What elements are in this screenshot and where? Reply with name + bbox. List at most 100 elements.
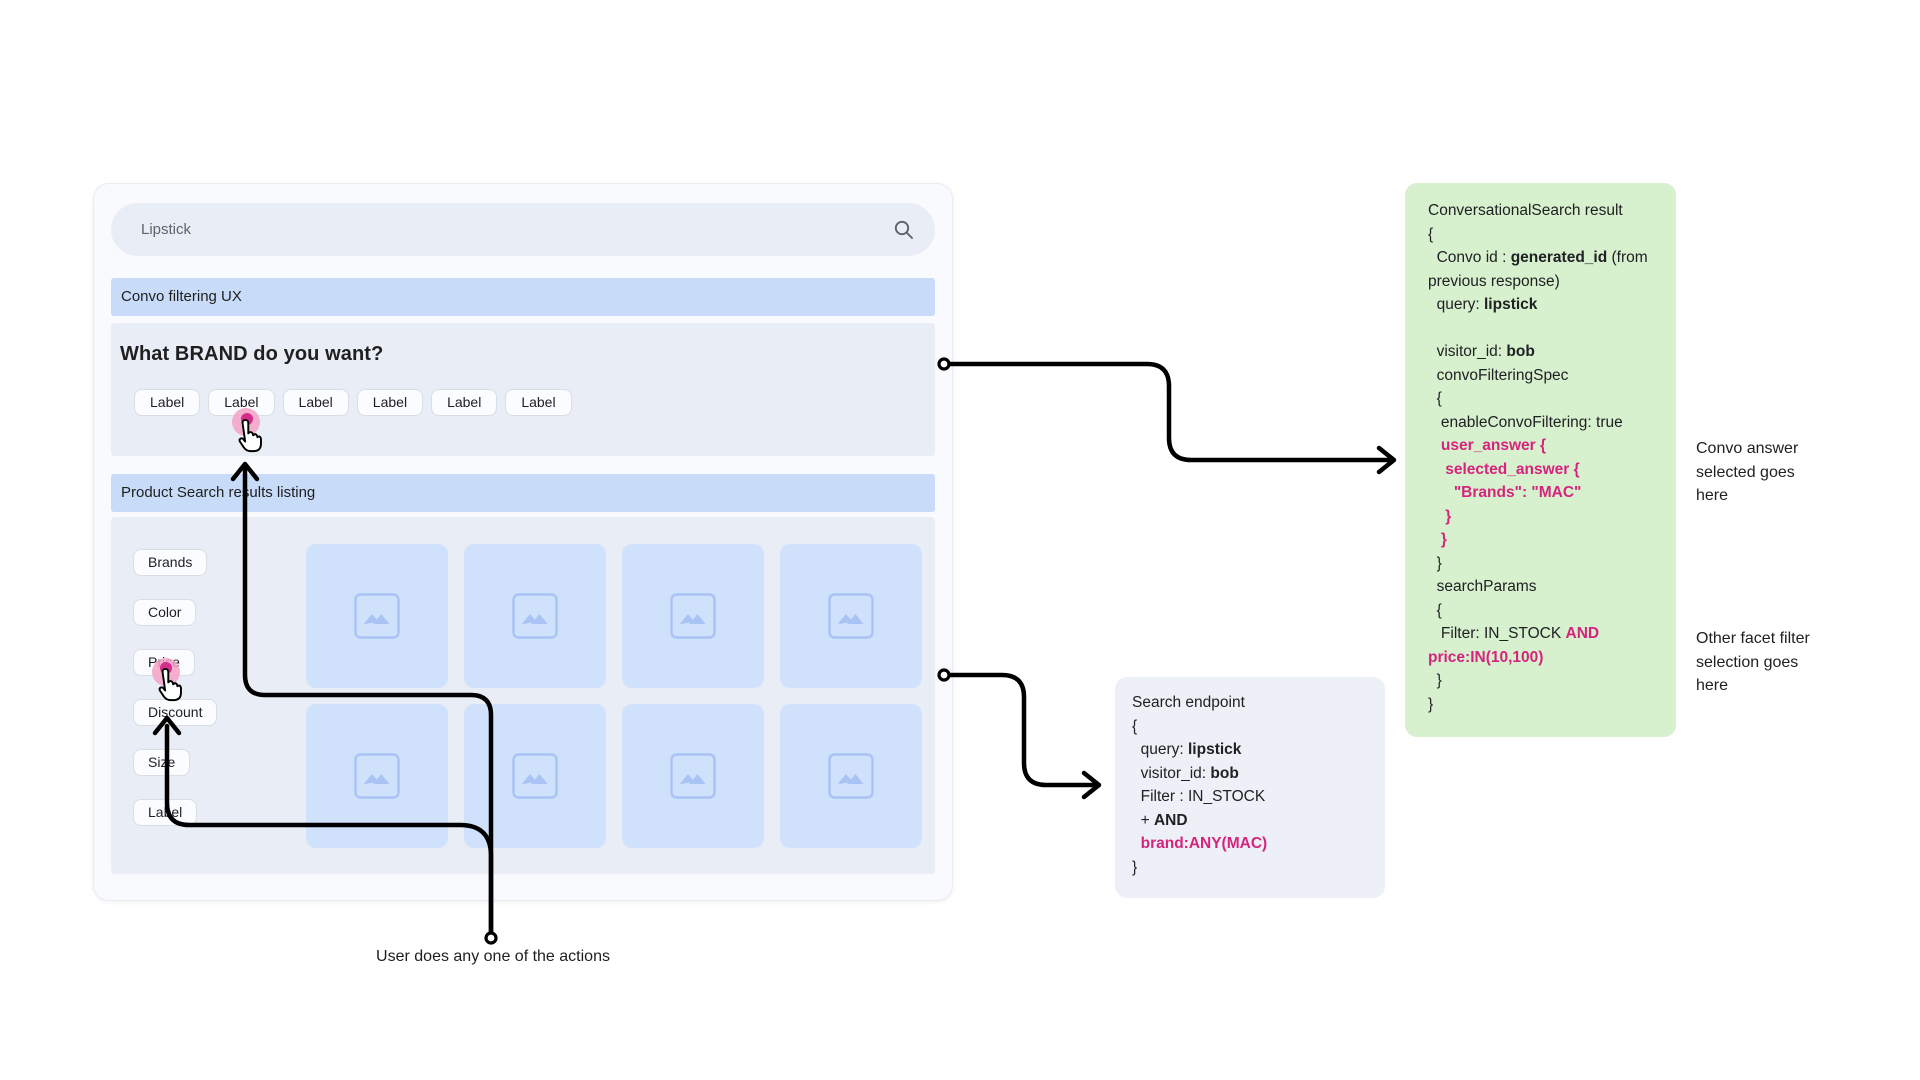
- convo-result-segment: }: [1428, 672, 1442, 689]
- node-user-action: [484, 931, 498, 945]
- search-query-text: Lipstick: [141, 221, 192, 238]
- search-endpoint-box: Search endpoint { query: lipstick visitor…: [1115, 677, 1385, 898]
- convo-result-segment: {: [1428, 390, 1442, 407]
- convo-result-segment: lipstick: [1484, 296, 1538, 313]
- answer-chip-1[interactable]: Label: [134, 389, 201, 416]
- search-ui-mockup: Lipstick Convo filtering UX What BRAND d…: [93, 183, 953, 901]
- facet-button-color[interactable]: Color: [133, 599, 197, 626]
- image-placeholder-icon: [670, 593, 716, 639]
- convo-result-segment: visitor_id:: [1428, 343, 1507, 360]
- convo-result-line-12: selected_answer {: [1428, 458, 1676, 482]
- convo-result-segment: generated_id: [1510, 249, 1608, 266]
- product-tile[interactable]: [306, 544, 448, 688]
- convo-result-line-3: Convo id : generated_id (from: [1428, 246, 1676, 270]
- convo-result-line-14: }: [1428, 505, 1676, 529]
- image-placeholder-icon: [512, 593, 558, 639]
- endpoint-segment: brand:ANY(MAC): [1132, 835, 1268, 852]
- convo-result-segment: ConversationalSearch result: [1428, 202, 1623, 219]
- convo-result-line-15: }: [1428, 528, 1676, 552]
- answer-chip-6[interactable]: Label: [505, 389, 572, 416]
- facet-button-brands[interactable]: Brands: [133, 549, 208, 576]
- convo-result-line-17: searchParams: [1428, 575, 1676, 599]
- convo-result-line-11: user_answer {: [1428, 434, 1676, 458]
- answer-chip-3[interactable]: Label: [282, 389, 349, 416]
- convo-result-segment: searchParams: [1428, 578, 1537, 595]
- results-banner-label: Product Search results listing: [121, 484, 316, 501]
- convo-result-segment: previous response): [1428, 272, 1560, 290]
- product-tile[interactable]: [622, 544, 764, 688]
- facet-button-size[interactable]: Size: [133, 749, 191, 776]
- endpoint-segment: query:: [1132, 741, 1188, 758]
- convo-result-segment: enableConvoFiltering: true: [1428, 413, 1623, 431]
- endpoint-segment: AND: [1153, 811, 1188, 829]
- convo-result-segment: }: [1428, 554, 1442, 572]
- search-icon[interactable]: [893, 219, 915, 241]
- annotation-facet-filter: Other facet filter selection goes here: [1696, 630, 1810, 694]
- arrowhead-right-endpoint: [1081, 770, 1102, 800]
- convo-result-line-6: [1428, 317, 1676, 341]
- answer-chip-5[interactable]: Label: [431, 389, 498, 416]
- image-placeholder-icon: [828, 753, 874, 799]
- product-tile[interactable]: [780, 544, 922, 688]
- facet-button-discount[interactable]: Discount: [133, 699, 218, 726]
- conversational-search-result-box: ConversationalSearch result { Convo id : …: [1405, 183, 1676, 737]
- convo-result-line-10: enableConvoFiltering: true: [1428, 411, 1676, 435]
- convo-result-segment: (from: [1607, 249, 1648, 266]
- convo-result-line-16: }: [1428, 552, 1676, 576]
- convo-result-line-8: convoFilteringSpec: [1428, 364, 1676, 388]
- convo-result-segment: }: [1428, 507, 1452, 525]
- image-placeholder-icon: [512, 753, 558, 799]
- facet-button-label[interactable]: Label: [133, 799, 198, 826]
- product-grid: [306, 544, 922, 848]
- endpoint-segment: {: [1132, 717, 1138, 735]
- convo-result-line-5: query: lipstick: [1428, 293, 1676, 317]
- convo-result-line-9: {: [1428, 387, 1676, 411]
- convo-result-segment: AND: [1565, 625, 1600, 642]
- endpoint-line-4: visitor_id: bob: [1132, 762, 1385, 786]
- convo-result-line-18: {: [1428, 599, 1676, 623]
- endpoint-line-8: }: [1132, 856, 1385, 880]
- answer-chip-2[interactable]: Label: [208, 389, 275, 416]
- convo-result-segment: selected_answer {: [1428, 460, 1580, 478]
- connector-to-search-endpoint: [946, 672, 1102, 800]
- endpoint-line-5: Filter : IN_STOCK: [1132, 785, 1385, 809]
- convo-result-line-20: price:IN(10,100): [1428, 646, 1676, 670]
- endpoint-segment: Search endpoint: [1132, 694, 1245, 711]
- endpoint-segment: }: [1132, 858, 1138, 876]
- image-placeholder-icon: [670, 753, 716, 799]
- results-banner: Product Search results listing: [111, 474, 935, 512]
- convo-result-segment: query:: [1428, 296, 1484, 313]
- facet-button-price[interactable]: Price: [133, 649, 195, 676]
- convo-filtering-banner: Convo filtering UX: [111, 278, 935, 316]
- convo-result-segment: bob: [1506, 343, 1535, 360]
- product-tile[interactable]: [464, 544, 606, 688]
- endpoint-line-7: brand:ANY(MAC): [1132, 832, 1385, 856]
- endpoint-segment: lipstick: [1188, 741, 1242, 758]
- product-tile[interactable]: [622, 704, 764, 848]
- convo-result-segment: Filter: IN_STOCK: [1428, 625, 1566, 642]
- product-tile[interactable]: [780, 704, 922, 848]
- search-bar[interactable]: Lipstick: [111, 203, 935, 256]
- arrowhead-right-convo: [1376, 445, 1397, 475]
- convo-result-segment: }: [1428, 531, 1447, 548]
- convo-result-segment: convoFilteringSpec: [1428, 366, 1569, 384]
- endpoint-line-6: + AND: [1132, 809, 1385, 833]
- convo-result-segment: price:IN(10,100): [1428, 648, 1544, 666]
- endpoint-segment: +: [1132, 811, 1154, 829]
- image-placeholder-icon: [354, 753, 400, 799]
- convo-result-line-2: {: [1428, 223, 1676, 247]
- convo-filtering-banner-label: Convo filtering UX: [121, 288, 242, 305]
- convo-result-line-22: }: [1428, 693, 1676, 717]
- endpoint-line-3: query: lipstick: [1132, 738, 1385, 762]
- image-placeholder-icon: [354, 593, 400, 639]
- convo-result-segment: {: [1428, 225, 1434, 243]
- convo-result-line-7: visitor_id: bob: [1428, 340, 1676, 364]
- product-tile[interactable]: [464, 704, 606, 848]
- convo-result-segment: }: [1428, 695, 1434, 713]
- answer-chip-4[interactable]: Label: [356, 389, 424, 416]
- product-tile[interactable]: [306, 704, 448, 848]
- convo-result-segment: Convo id :: [1428, 249, 1511, 266]
- image-placeholder-icon: [828, 593, 874, 639]
